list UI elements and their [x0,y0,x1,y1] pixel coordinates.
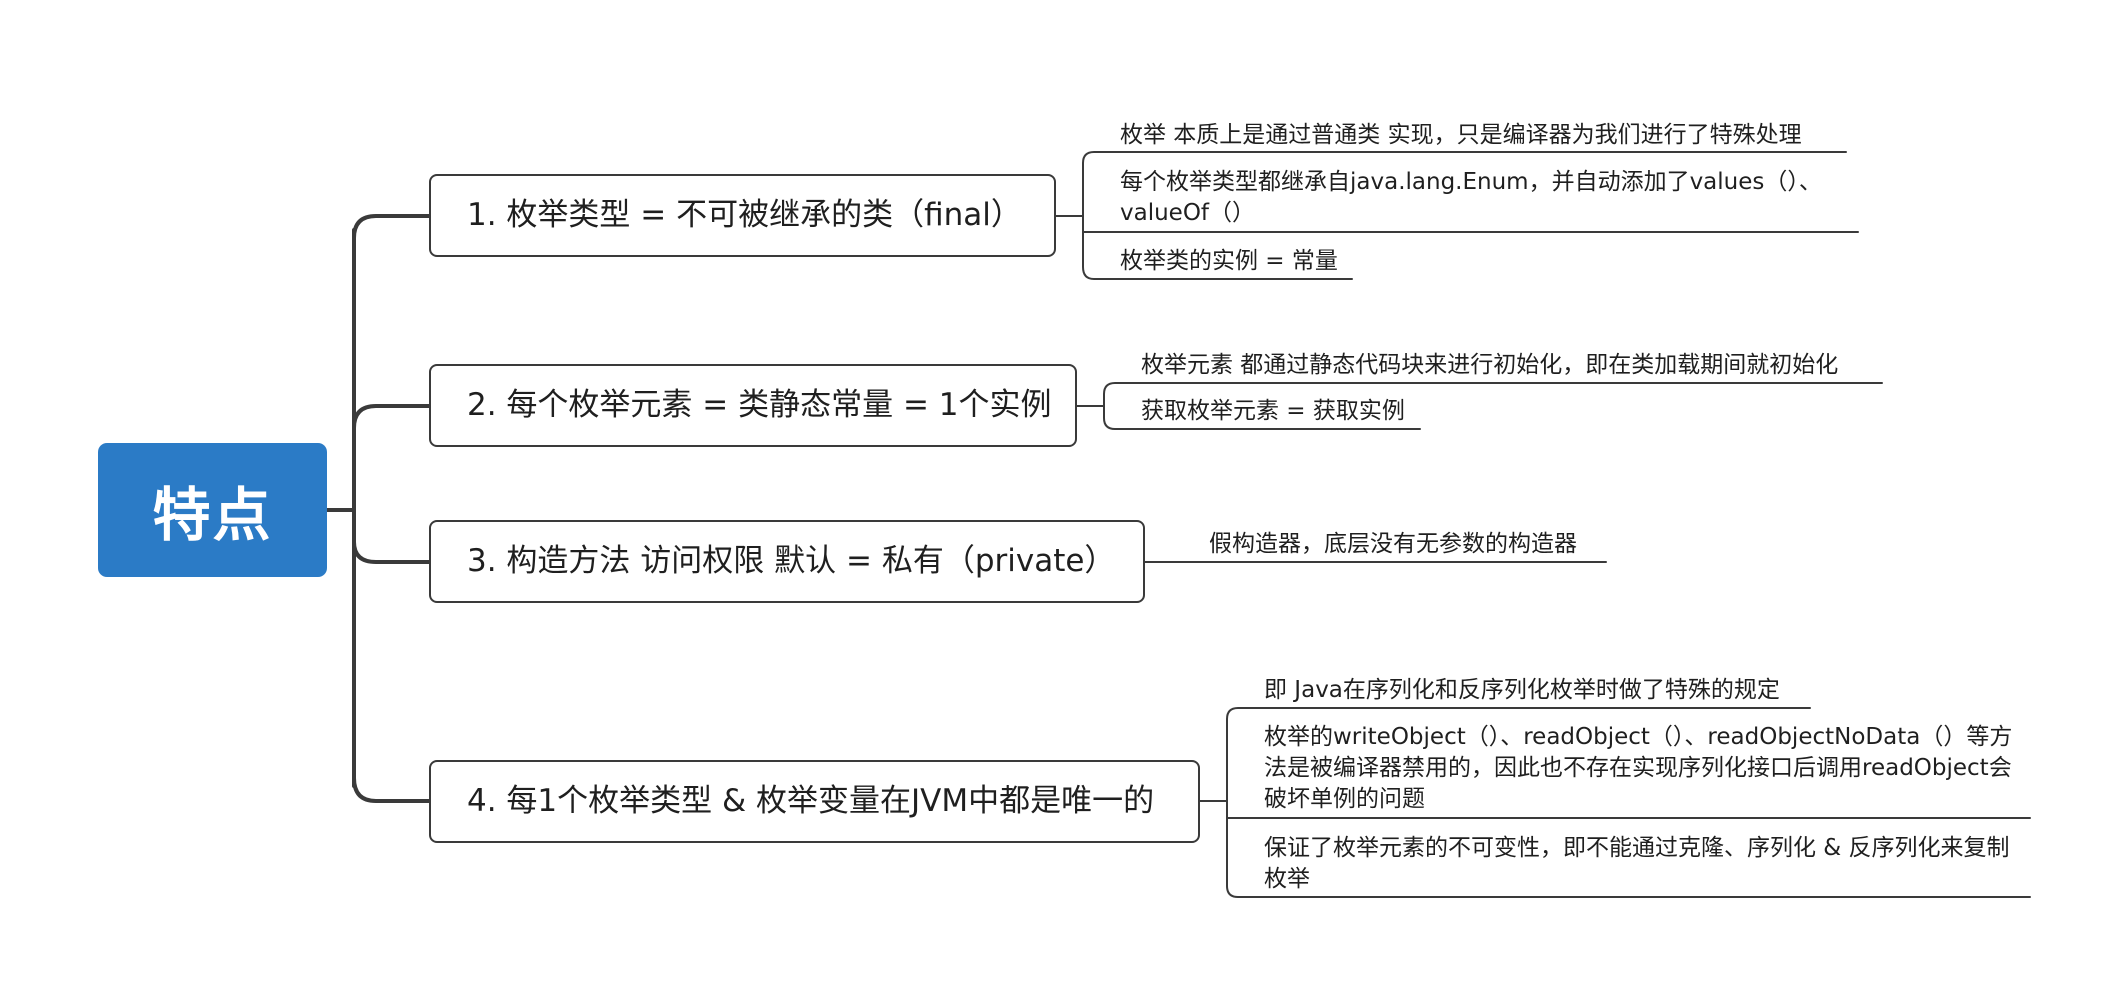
branch-2-leaf-1-line [1103,382,1883,407]
leaf-1-1: 枚举 本质上是通过普通类 实现，只是编译器为我们进行了特殊处理 [1120,122,1802,148]
branch-1-leaf-3-line [1082,215,1353,280]
leaf-4-1: 即 Java在序列化和反序列化枚举时做了特殊的规定 [1264,677,1780,703]
branch-3-label: 3. 构造方法 访问权限 默认 = 私有（private） [467,543,1116,579]
branch-1-label: 1. 枚举类型 = 不可被继承的类（final） [467,197,1022,233]
branch-4-leaf-1-line [1226,707,1811,802]
branch-2-label: 2. 每个枚举元素 = 类静态常量 = 1个实例 [467,387,1052,423]
root-node: 特点 [98,443,327,577]
branch-node-4: 4. 每1个枚举类型 & 枚举变量在JVM中都是唯一的 [429,760,1200,843]
branch-2-leaf-2-line [1103,405,1421,430]
branch-1-leaf-1-line [1082,151,1847,217]
trunk-to-branch-1 [352,214,431,240]
leaf-3-1: 假构造器，底层没有无参数的构造器 [1209,531,1577,557]
trunk-to-branch-2 [352,404,431,430]
trunk-to-branch-3 [352,540,431,564]
root-label: 特点 [152,481,273,549]
branch-node-1: 1. 枚举类型 = 不可被继承的类（final） [429,174,1056,257]
trunk-to-branch-4 [352,776,431,803]
branch-4-label: 4. 每1个枚举类型 & 枚举变量在JVM中都是唯一的 [467,783,1155,819]
leaf-4-3: 保证了枚举元素的不可变性，即不能通过克隆、序列化 & 反序列化来复制枚举 [1264,835,2010,892]
branch-node-3: 3. 构造方法 访问权限 默认 = 私有（private） [429,520,1145,603]
leaf-2-2: 获取枚举元素 = 获取实例 [1141,398,1405,424]
branch-4-leaf-3-line [1226,800,2031,898]
leaf-2-1: 枚举元素 都通过静态代码块来进行初始化，即在类加载期间就初始化 [1141,352,1839,378]
leaf-1-2: 每个枚举类型都继承自java.lang.Enum，并自动添加了values（）、… [1120,169,1822,226]
leaf-4-2: 枚举的writeObject（）、readObject（）、readObject… [1264,724,2013,812]
leaf-1-3: 枚举类的实例 = 常量 [1120,248,1338,274]
branch-node-2: 2. 每个枚举元素 = 类静态常量 = 1个实例 [429,364,1077,447]
